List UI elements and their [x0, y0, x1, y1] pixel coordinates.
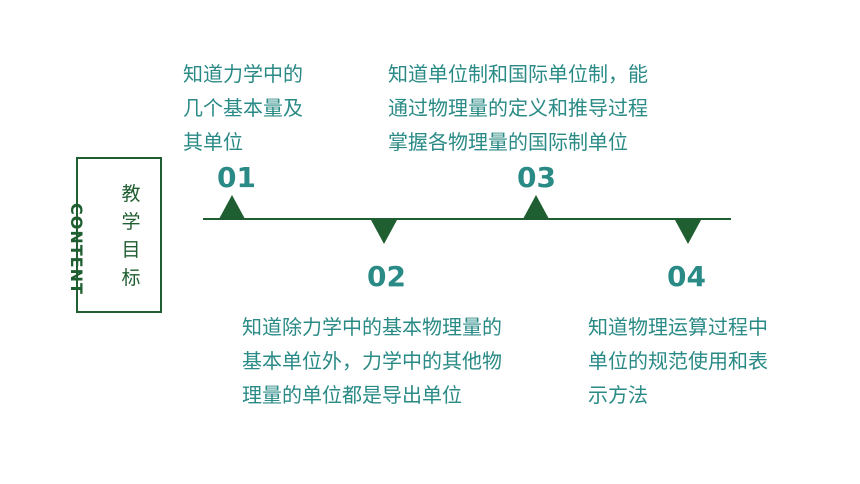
item-text-02: 知道除力学中的基本物理量的 基本单位外，力学中的其他物 理量的单位都是导出单位: [242, 310, 502, 412]
item-number-03: 03: [517, 161, 556, 194]
item-number-01: 01: [217, 161, 256, 194]
marker-04: [675, 220, 701, 244]
goal-char-1: 教: [121, 183, 141, 205]
item-04-line-1: 知道物理运算过程中: [588, 315, 768, 339]
item-03-line-1: 知道单位制和国际单位制，能: [388, 62, 648, 86]
item-01-line-3: 其单位: [183, 130, 243, 154]
item-text-03: 知道单位制和国际单位制，能 通过物理量的定义和推导过程 掌握各物理量的国际制单位: [388, 57, 648, 159]
marker-02: [371, 220, 397, 244]
teaching-goals-label: 教 学 目 标: [119, 180, 143, 292]
item-02-line-2: 基本单位外，力学中的其他物: [242, 349, 502, 373]
item-01-line-2: 几个基本量及: [183, 96, 303, 120]
item-04-line-2: 单位的规范使用和表: [588, 349, 768, 373]
item-text-04: 知道物理运算过程中 单位的规范使用和表 示方法: [588, 310, 768, 412]
goal-char-4: 标: [121, 267, 141, 289]
marker-03: [523, 195, 549, 219]
item-03-line-2: 通过物理量的定义和推导过程: [388, 96, 648, 120]
item-number-02: 02: [367, 260, 406, 293]
content-frame: [76, 157, 162, 313]
marker-01: [219, 195, 245, 219]
content-label: CONTENT: [67, 203, 86, 295]
item-text-01: 知道力学中的 几个基本量及 其单位: [183, 57, 303, 159]
item-01-line-1: 知道力学中的: [183, 62, 303, 86]
item-02-line-3: 理量的单位都是导出单位: [242, 383, 462, 407]
goal-char-2: 学: [121, 211, 141, 233]
goal-char-3: 目: [121, 239, 141, 261]
item-number-04: 04: [667, 260, 706, 293]
item-03-line-3: 掌握各物理量的国际制单位: [388, 130, 628, 154]
timeline-line: [203, 218, 731, 220]
item-04-line-3: 示方法: [588, 383, 648, 407]
item-02-line-1: 知道除力学中的基本物理量的: [242, 315, 502, 339]
